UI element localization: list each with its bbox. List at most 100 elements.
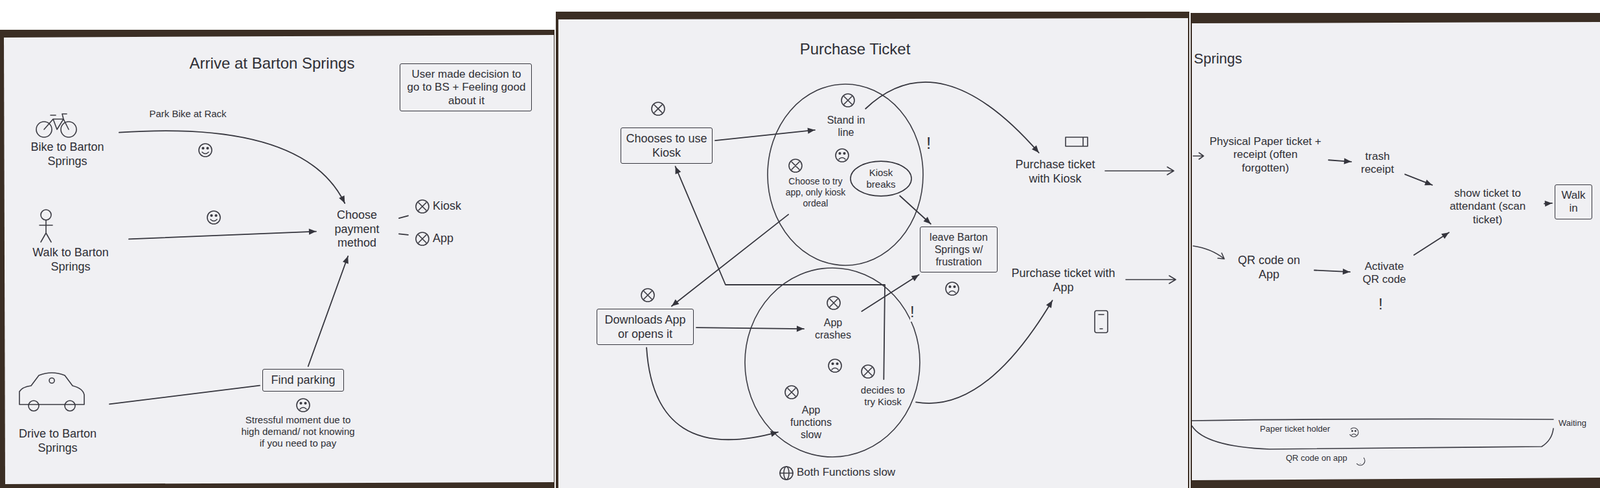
process-box: Find parking xyxy=(262,369,344,392)
text-node: App crashes xyxy=(806,314,861,345)
text-node: show ticket to attendant (scan ticket) xyxy=(1434,184,1542,230)
alert-mark: ! xyxy=(910,303,924,322)
process-box: Walk in xyxy=(1554,184,1593,220)
pain-point-mark xyxy=(827,296,841,310)
text-node: Stand in line xyxy=(817,111,876,142)
node-text: Drive to Barton Springs xyxy=(12,427,103,456)
loop-circle xyxy=(767,84,924,266)
loop-circle xyxy=(744,84,924,458)
continuation-arrow xyxy=(1125,275,1176,284)
node-text: Both Functions slow xyxy=(796,466,903,480)
node-text: Activate QR code xyxy=(1355,260,1414,287)
car-icon xyxy=(28,400,39,412)
connector-line xyxy=(696,327,804,330)
globe-icon xyxy=(779,467,793,480)
node-text: Chooses to use Kiosk xyxy=(625,132,709,160)
arrowhead xyxy=(923,217,931,225)
node-text: Downloads App or opens it xyxy=(601,313,690,342)
node-text: App xyxy=(432,231,472,247)
text-node: Purchase ticket with Kiosk xyxy=(1010,155,1102,190)
walking-person-icon xyxy=(39,220,53,243)
connector-line xyxy=(865,82,1040,153)
pain-point-mark xyxy=(841,93,855,107)
emotion-face xyxy=(207,211,221,225)
car-icon xyxy=(49,378,55,384)
connector xyxy=(899,196,931,225)
emotion-face xyxy=(198,143,212,157)
text-node: App xyxy=(410,228,476,250)
arrowhead xyxy=(911,275,920,282)
table-surface xyxy=(1190,12,1600,488)
car-icon xyxy=(19,373,85,405)
pain-point-mark xyxy=(641,288,655,302)
connector xyxy=(646,347,778,440)
bicycle-icon xyxy=(36,114,77,138)
connector-line xyxy=(119,130,345,204)
pain-point-mark xyxy=(785,386,799,400)
car-icon xyxy=(64,400,76,412)
emotion-face xyxy=(198,143,1365,466)
connector xyxy=(865,82,1040,153)
connector xyxy=(671,214,789,307)
arrowhead xyxy=(1031,145,1040,153)
text-node: QR code on App xyxy=(1227,251,1312,286)
emotion-face xyxy=(1349,428,1359,438)
text-node: Drive to Barton Springs xyxy=(9,362,107,459)
table-surface xyxy=(555,11,1190,488)
connector-line xyxy=(308,256,349,367)
emotion-face xyxy=(945,282,959,296)
connector xyxy=(915,300,1053,404)
connector-line xyxy=(646,347,778,440)
continuation-arrow xyxy=(1105,167,1174,175)
globe-icon xyxy=(779,467,793,480)
process-box: leave Barton Springs w/ frustration xyxy=(919,226,998,273)
pain-point-mark xyxy=(651,102,665,116)
continuation-arrow xyxy=(1105,152,1225,284)
globe-icon xyxy=(779,472,793,475)
node-text: App functions slow xyxy=(783,404,839,442)
arrowhead xyxy=(1441,232,1450,240)
node-text: Stand in line xyxy=(820,114,872,139)
pain-point-mark xyxy=(415,200,429,214)
emotion-face xyxy=(835,148,849,162)
node-text: decides to try Kiosk xyxy=(856,384,910,409)
arrowhead xyxy=(1046,300,1053,309)
connector-line xyxy=(109,386,260,405)
phone-icon xyxy=(1098,314,1104,330)
pain-point-mark xyxy=(788,159,802,173)
arrowhead xyxy=(796,325,804,332)
node-text: Walk in xyxy=(1559,189,1588,216)
connector xyxy=(1328,158,1352,164)
node-text: QR code on App xyxy=(1230,253,1308,282)
pain-point-mark xyxy=(415,232,429,246)
node-text: Physical Paper ticket + receipt (often f… xyxy=(1208,135,1323,175)
connector-line xyxy=(675,166,885,380)
table-surface xyxy=(0,29,555,488)
connector-line xyxy=(1414,232,1450,256)
continuation-arrow xyxy=(1193,152,1204,160)
ellipse-node: Kiosk breaks xyxy=(849,160,913,197)
arrowhead xyxy=(342,256,349,265)
text-node: decides to try Kiosk xyxy=(853,382,914,412)
connector-line xyxy=(915,300,1053,404)
emotion-label: Waiting xyxy=(1558,418,1598,429)
text-node: trash receipt xyxy=(1353,147,1403,181)
connector xyxy=(109,386,260,405)
emotion-line xyxy=(1191,419,1554,450)
arrowhead xyxy=(671,299,680,307)
arrowhead xyxy=(770,431,778,438)
node-text: Choose to try app, only kiosk ordeal xyxy=(783,176,848,209)
text-node: Choose to try app, only kiosk ordeal xyxy=(780,173,852,212)
connector xyxy=(675,166,885,380)
connector-line xyxy=(128,231,317,240)
bicycle-icon xyxy=(44,114,69,130)
edge-label: Park Bike at Rack xyxy=(147,108,229,120)
arrowhead xyxy=(1424,179,1433,186)
pain-point-mark xyxy=(861,365,875,379)
arrowhead xyxy=(1344,158,1352,164)
car-icon xyxy=(19,373,85,412)
connector-line xyxy=(1405,174,1433,186)
arrowhead xyxy=(338,195,345,204)
emotion-label: Paper ticket holder xyxy=(1259,424,1351,435)
